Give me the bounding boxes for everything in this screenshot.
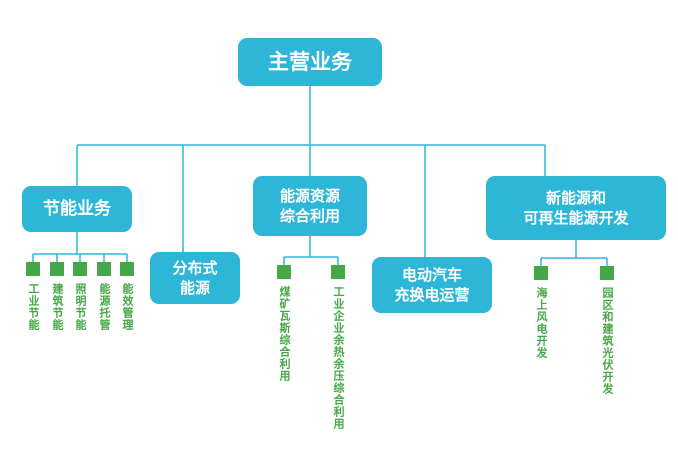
root-node-main-business: 主营业务	[238, 38, 382, 86]
leaf-marker-lighting-energy-saving	[73, 262, 87, 276]
leaf-label-industrial-energy-saving: 工业节能	[27, 283, 40, 331]
leaf-marker-waste-heat-pressure	[331, 265, 345, 279]
leaf-marker-building-energy-saving	[50, 262, 64, 276]
leaf-marker-energy-hosting	[97, 262, 111, 276]
branch-node-new-renewable-energy: 新能源和 可再生能源开发	[486, 176, 666, 240]
leaf-label-energy-hosting: 能源托管	[98, 283, 111, 331]
branch-node-ev-charging-operation: 电动汽车 充换电运营	[372, 257, 492, 313]
leaf-label-energy-efficiency-management: 能效管理	[121, 283, 134, 331]
leaf-marker-coal-mine-gas	[277, 265, 291, 279]
leaf-marker-industrial-energy-saving	[26, 262, 40, 276]
leaf-marker-offshore-wind	[534, 266, 548, 280]
leaf-label-industrial-waste-heat-pressure: 工业企业余热余压综合利用	[332, 286, 345, 430]
leaf-label-offshore-wind-development: 海上风电开发	[535, 287, 548, 359]
leaf-label-coal-mine-gas-utilization: 煤矿瓦斯综合利用	[278, 286, 291, 382]
branch-node-energy-saving: 节能业务	[22, 186, 132, 232]
leaf-label-park-building-pv-development: 园区和建筑光伏开发	[601, 287, 614, 395]
branch-node-resource-utilization: 能源资源 综合利用	[253, 176, 367, 236]
leaf-marker-park-building-pv	[600, 266, 614, 280]
branch-node-distributed-energy: 分布式 能源	[150, 252, 240, 304]
connector-path	[32, 86, 608, 266]
leaf-label-building-energy-saving: 建筑节能	[51, 283, 64, 331]
leaf-label-lighting-energy-saving: 照明节能	[74, 283, 87, 331]
leaf-marker-energy-efficiency	[120, 262, 134, 276]
